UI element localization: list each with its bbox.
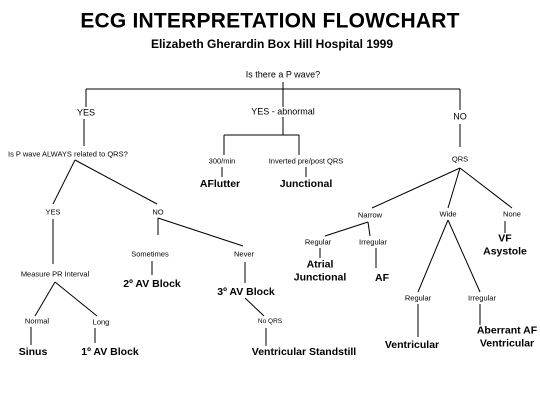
- connector: [417, 219, 449, 293]
- node-yes-related: YES: [45, 207, 61, 217]
- node-atrial-junctional: Atrial Junctional: [293, 258, 347, 283]
- node-af: AF: [375, 271, 389, 284]
- node-measure-pr: Measure PR Interval: [20, 269, 90, 279]
- node-regular-narrow: Regular: [304, 237, 332, 247]
- node-no-related: NO: [152, 207, 164, 217]
- node-second-degree-block: 2º AV Block: [123, 277, 181, 290]
- node-narrow: Narrow: [357, 210, 383, 220]
- connector: [74, 159, 158, 205]
- node-third-degree-block: 3º AV Block: [217, 285, 275, 298]
- node-ventricular: Ventricular: [384, 338, 440, 351]
- node-rate-300: 300/min: [208, 156, 236, 166]
- node-vf-asystole: VF Asystole: [483, 232, 527, 257]
- node-ventricular-standstill: Ventricular Standstill: [251, 345, 357, 358]
- connector: [34, 281, 56, 317]
- node-regular-wide: Regular: [404, 293, 432, 303]
- node-no-qrs: No QRS: [257, 317, 283, 325]
- connector: [157, 217, 244, 247]
- node-sometimes: Sometimes: [131, 249, 169, 259]
- node-p-wave-question: Is there a P wave?: [245, 69, 321, 80]
- connector: [459, 167, 513, 209]
- node-yes: YES: [76, 107, 96, 118]
- node-none: None: [503, 209, 521, 219]
- node-irregular-wide: Irregular: [468, 293, 496, 303]
- connector: [244, 297, 265, 317]
- page-title: ECG INTERPRETATION FLOWCHART: [80, 9, 460, 33]
- connector: [54, 281, 98, 317]
- node-sinus: Sinus: [18, 345, 48, 358]
- connector: [447, 167, 461, 209]
- connector: [447, 219, 481, 293]
- connector: [52, 159, 76, 205]
- node-never: Never: [233, 249, 255, 259]
- node-junctional: Junctional: [279, 177, 333, 190]
- node-no: NO: [453, 111, 467, 122]
- connector: [324, 221, 369, 237]
- node-first-degree-block: 1º AV Block: [81, 345, 139, 358]
- connector: [371, 167, 461, 209]
- page-subtitle: Elizabeth Gherardin Box Hill Hospital 19…: [150, 37, 394, 51]
- node-p-related-question: Is P wave ALWAYS related to QRS?: [8, 149, 128, 159]
- node-irregular-narrow: Irregular: [359, 237, 387, 247]
- node-inverted-pre-post: Inverted pre/post QRS: [268, 156, 344, 166]
- node-yes-abnormal: YES - abnormal: [251, 106, 315, 117]
- node-aflutter: AFlutter: [199, 177, 241, 190]
- connector: [367, 221, 371, 237]
- node-normal: Normal: [24, 316, 50, 326]
- node-aberrant-af-ventricular: Aberrant AF Ventricular: [476, 324, 538, 349]
- node-wide: Wide: [439, 209, 457, 219]
- node-long: Long: [92, 317, 110, 327]
- node-qrs: QRS: [451, 154, 469, 164]
